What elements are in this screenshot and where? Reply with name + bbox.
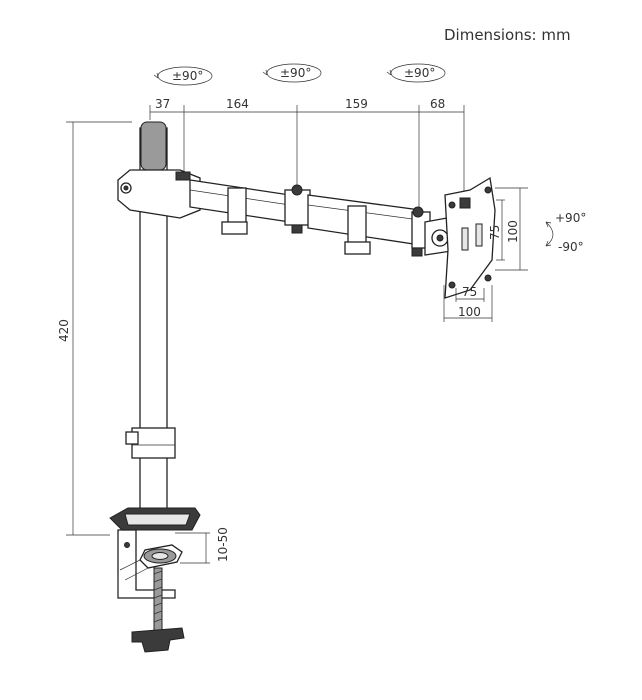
arm-segment-1	[189, 179, 291, 235]
dim-vesa-100-horizontal: 100	[458, 305, 481, 319]
dim-vesa-100-vertical: 100	[506, 220, 520, 243]
dim-159: 159	[345, 97, 368, 111]
clamp-dimension-line	[175, 532, 210, 564]
dim-164: 164	[226, 97, 249, 111]
dim-68: 68	[430, 97, 445, 111]
cable-clip	[125, 427, 176, 459]
rotation-indicator-1: ±90°	[153, 66, 213, 86]
vesa-height-dimensions	[495, 187, 528, 271]
clamp-screw	[153, 567, 163, 635]
dimensions-title: Dimensions: mm	[444, 26, 571, 44]
svg-text:±90°: ±90°	[280, 66, 311, 80]
clamp-handle	[131, 627, 185, 653]
dim-37: 37	[155, 97, 170, 111]
dim-vesa-75-horizontal: 75	[462, 285, 477, 299]
svg-text:±90°: ±90°	[404, 66, 435, 80]
tilt-down-label: -90°	[558, 240, 584, 254]
dim-clamp-10-50: 10-50	[216, 527, 230, 562]
dim-420: 420	[57, 319, 71, 342]
tilt-up-label: +90°	[555, 211, 586, 225]
tilt-indicator	[545, 221, 554, 247]
dim-vesa-75-vertical: 75	[488, 225, 502, 240]
rotation-indicator-3: ±90°	[386, 63, 446, 83]
vesa-plate	[444, 176, 496, 299]
rotation-indicator-2: ±90°	[262, 63, 322, 83]
height-dimension-line	[66, 121, 132, 536]
desk-clamp	[117, 529, 183, 599]
arm-dimension-line	[149, 105, 465, 210]
arm-joint-2	[284, 184, 311, 234]
base-plate	[109, 507, 201, 531]
arm-segment-2	[307, 194, 421, 255]
svg-text:±90°: ±90°	[172, 69, 203, 83]
vesa-width-dimensions	[443, 285, 493, 322]
arm-joint-collar	[117, 169, 201, 219]
